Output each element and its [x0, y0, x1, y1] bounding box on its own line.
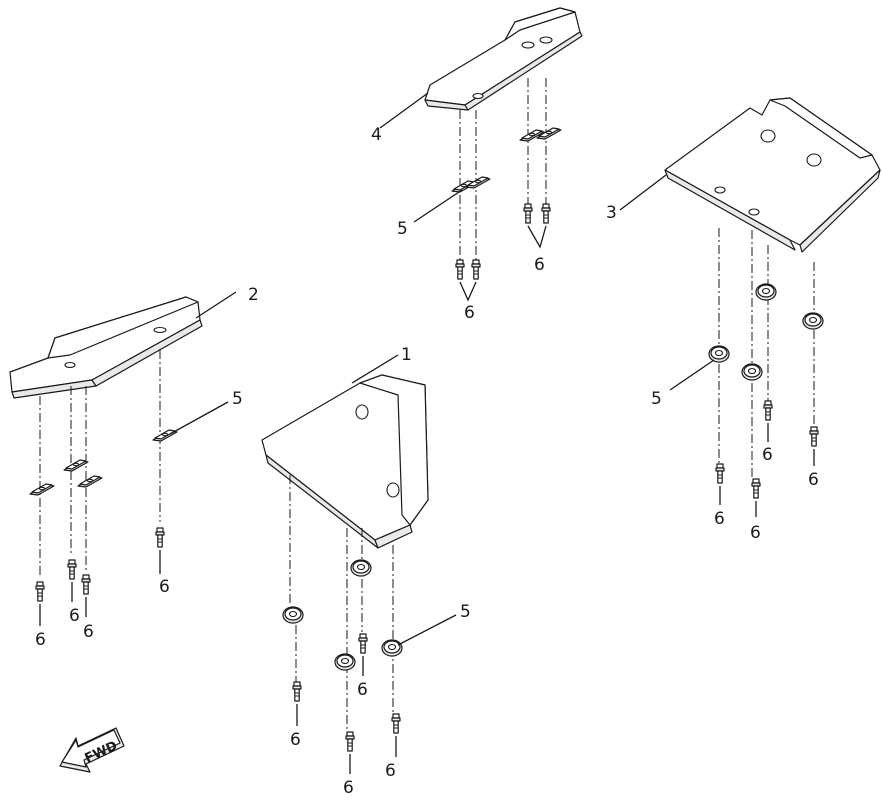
callout-6: 6 — [762, 445, 773, 465]
washer — [334, 653, 356, 671]
callout-6: 6 — [357, 680, 368, 700]
clip-fastener — [63, 459, 89, 472]
bolt-fastener — [541, 203, 551, 224]
callout-5: 5 — [460, 602, 471, 622]
bolt-fastener — [35, 581, 45, 602]
bolt-fastener — [391, 713, 401, 734]
clip-fastener — [77, 475, 103, 488]
washer — [350, 559, 372, 577]
leader-line — [413, 189, 463, 223]
callout-1: 1 — [401, 345, 412, 365]
callout-6: 6 — [35, 630, 46, 650]
bolt-fastener — [292, 681, 302, 702]
washer — [282, 606, 304, 624]
leader-line — [459, 281, 477, 302]
callout-6: 6 — [290, 730, 301, 750]
callout-4: 4 — [371, 125, 382, 145]
clip-fastener — [29, 483, 55, 496]
callout-5: 5 — [397, 219, 408, 239]
callout-3: 3 — [606, 203, 617, 223]
callout-5: 5 — [232, 389, 243, 409]
washer — [755, 283, 777, 301]
callout-6: 6 — [343, 778, 354, 798]
part-2-skid-plate — [9, 296, 203, 399]
leader-line — [351, 354, 399, 384]
bolt-fastener — [67, 559, 77, 580]
bolt-fastener — [715, 463, 725, 484]
callout-6: 6 — [69, 606, 80, 626]
washer — [708, 345, 730, 363]
leader-line — [619, 174, 667, 211]
washer — [802, 312, 824, 330]
leader-line — [195, 291, 237, 319]
part-1-skid-plate — [261, 374, 429, 549]
washer — [741, 363, 763, 381]
callout-6: 6 — [464, 303, 475, 323]
part-4-skid-plate — [424, 7, 583, 111]
callout-2: 2 — [248, 285, 259, 305]
bolt-fastener — [358, 633, 368, 654]
leader-line — [397, 614, 457, 646]
leader-line — [669, 359, 715, 391]
bolt-fastener — [155, 527, 165, 548]
bolt-fastener — [471, 259, 481, 280]
callout-6: 6 — [750, 523, 761, 543]
callout-6: 6 — [534, 255, 545, 275]
bolt-fastener — [523, 203, 533, 224]
callout-6: 6 — [83, 622, 94, 642]
bolt-fastener — [809, 426, 819, 447]
forward-arrow-icon: FWD — [59, 727, 125, 773]
bolt-fastener — [455, 259, 465, 280]
bolt-fastener — [763, 400, 773, 421]
leader-line — [527, 225, 547, 249]
callout-6: 6 — [159, 577, 170, 597]
leader-line — [169, 401, 229, 435]
bolt-fastener — [751, 478, 761, 499]
callout-6: 6 — [385, 761, 396, 781]
leader-line — [379, 92, 429, 129]
bolt-fastener — [81, 574, 91, 595]
bolt-fastener — [345, 731, 355, 752]
callout-5: 5 — [651, 389, 662, 409]
washer — [381, 639, 403, 657]
callout-6: 6 — [808, 470, 819, 490]
part-3-skid-plate — [664, 97, 881, 253]
callout-6: 6 — [714, 509, 725, 529]
